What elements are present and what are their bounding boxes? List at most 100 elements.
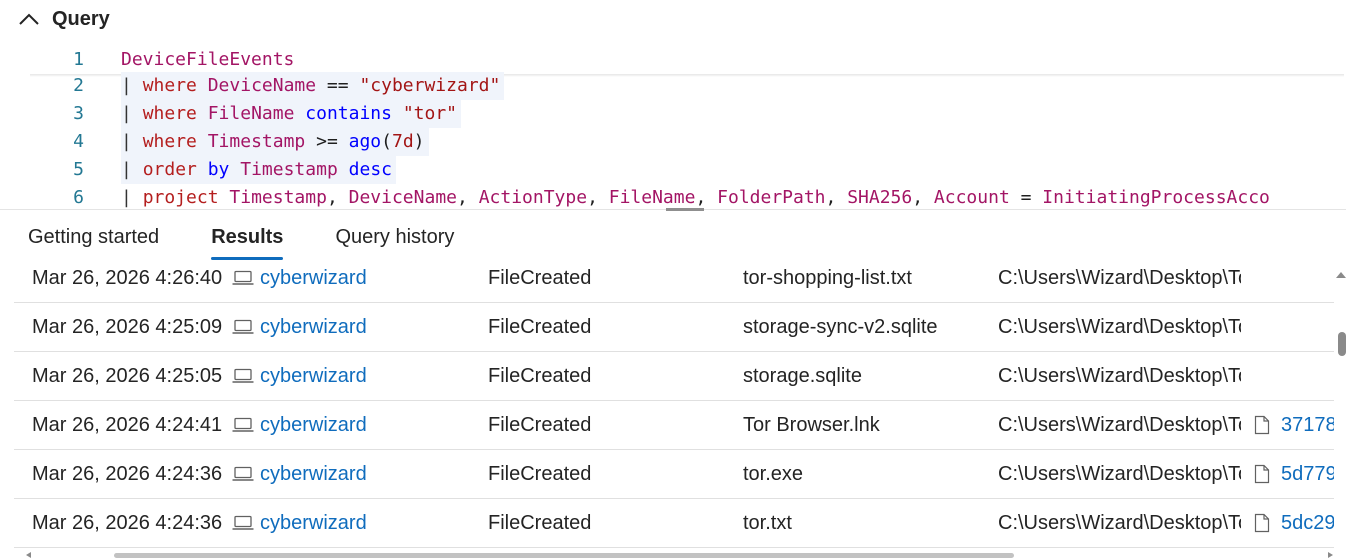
code-token [392, 103, 403, 124]
code-token: FolderPath [717, 187, 826, 208]
laptop-icon [232, 417, 254, 432]
cell-sha256[interactable]: 37178 [1254, 401, 1334, 449]
device-link[interactable]: cyberwizard [260, 414, 367, 436]
code-line[interactable]: 4| where Timestamp >= ago(7d) [0, 128, 1346, 156]
document-icon [1254, 464, 1270, 484]
cell-folder-path: C:\Users\Wizard\Desktop\Tor Browser\ [998, 463, 1241, 485]
code-text: | where Timestamp >= ago(7d) [121, 128, 429, 156]
code-line[interactable]: 3| where FileName contains "tor" [0, 100, 1346, 128]
document-icon [1254, 513, 1270, 533]
code-token: , [326, 187, 349, 208]
vertical-scrollbar[interactable] [1336, 264, 1346, 554]
code-line[interactable]: 2 | where DeviceName == "cyberwizard" [0, 72, 1346, 100]
horizontal-scroll-thumb[interactable] [114, 553, 1014, 558]
chevron-up-icon[interactable] [16, 6, 42, 32]
cell-folder-path: C:\Users\Wizard\Desktop\Tor Browser\ [998, 316, 1241, 338]
code-text: | project Timestamp, DeviceName, ActionT… [121, 184, 1270, 208]
code-text: DeviceFileEvents [121, 46, 294, 74]
query-section-header[interactable]: Query [16, 4, 110, 34]
scroll-up-arrow-icon[interactable] [1336, 272, 1346, 278]
cell-action-type: FileCreated [488, 365, 592, 387]
query-title: Query [52, 7, 110, 30]
results-tabs: Getting started Results Query history [28, 220, 506, 260]
code-token [197, 75, 208, 96]
line-number: 3 [73, 103, 84, 124]
horizontal-scrollbar[interactable] [0, 550, 1346, 558]
tab-getting-started[interactable]: Getting started [28, 226, 160, 248]
cell-action-type: FileCreated [488, 316, 592, 338]
cell-device[interactable]: cyberwizard [232, 401, 482, 449]
cell-timestamp: Mar 26, 2026 4:25:05 [32, 365, 223, 387]
code-token: "cyberwizard" [359, 75, 501, 96]
code-token: , [695, 187, 718, 208]
device-link[interactable]: cyberwizard [260, 463, 367, 485]
document-icon [1254, 415, 1270, 435]
vertical-scroll-thumb[interactable] [1338, 332, 1346, 356]
scroll-left-arrow-icon[interactable] [26, 552, 31, 558]
cell-timestamp: Mar 26, 2026 4:26:40 [32, 267, 223, 289]
device-link[interactable]: cyberwizard [260, 512, 367, 534]
code-line[interactable]: 5| order by Timestamp desc [0, 156, 1346, 184]
code-token: FileName [207, 103, 295, 124]
code-token [197, 159, 208, 180]
cell-folder-path: C:\Users\Wizard\Desktop\Tor Browser\ [998, 512, 1241, 534]
code-token: SHA256 [847, 187, 913, 208]
code-token [294, 103, 305, 124]
code-token: DeviceFileEvents [121, 49, 295, 70]
code-token: , [457, 187, 479, 208]
cell-folder-path: C:\Users\Wizard\Desktop\Tor Browser\ [998, 414, 1241, 436]
editor-sticky-shadow [30, 74, 1344, 77]
cell-timestamp: Mar 26, 2026 4:25:09 [32, 316, 223, 338]
table-row[interactable]: Mar 26, 2026 4:25:05 cyberwizard FileCreat… [14, 352, 1334, 401]
cell-file-name: storage.sqlite [743, 365, 862, 387]
device-link[interactable]: cyberwizard [260, 365, 367, 387]
resize-handle[interactable] [666, 208, 704, 211]
code-token: contains [305, 103, 392, 124]
cell-sha256[interactable]: 5d779 [1254, 450, 1334, 498]
cell-device[interactable]: cyberwizard [232, 254, 482, 302]
tab-results[interactable]: Results [211, 220, 284, 260]
code-token: ago [348, 131, 382, 152]
line-number: 2 [73, 75, 84, 96]
cell-device[interactable]: cyberwizard [232, 499, 482, 547]
cell-file-name: tor-shopping-list.txt [743, 267, 912, 289]
cell-folder-path: C:\Users\Wizard\Desktop\Tor Browser\ [998, 365, 1241, 387]
cell-timestamp: Mar 26, 2026 4:24:36 [32, 512, 223, 534]
code-token: order [142, 159, 197, 180]
tab-query-history[interactable]: Query history [335, 226, 455, 248]
cell-sha256[interactable]: 5dc29 [1254, 499, 1334, 547]
code-token: >= [305, 131, 349, 152]
cell-action-type: FileCreated [488, 414, 592, 436]
code-text: | order by Timestamp desc [121, 156, 396, 184]
cell-device[interactable]: cyberwizard [232, 303, 482, 351]
sha256-link[interactable]: 5dc29 [1281, 512, 1334, 534]
table-row[interactable]: Mar 26, 2026 4:25:09 cyberwizard FileCreat… [14, 303, 1334, 352]
cell-folder-path: C:\Users\Wizard\Desktop\Tor Browser\ [998, 267, 1241, 289]
code-token: where [142, 103, 197, 124]
scroll-right-arrow-icon[interactable] [1328, 552, 1333, 558]
code-token: == [316, 75, 360, 96]
code-token: , [825, 187, 848, 208]
cell-file-name: Tor Browser.lnk [743, 414, 880, 436]
cell-device[interactable]: cyberwizard [232, 450, 482, 498]
cell-device[interactable]: cyberwizard [232, 352, 482, 400]
sha256-link[interactable]: 5d779 [1281, 463, 1334, 485]
code-token: InitiatingProcessAcco [1042, 187, 1270, 208]
cell-file-name: tor.txt [743, 512, 792, 534]
device-link[interactable]: cyberwizard [260, 316, 367, 338]
code-token: Timestamp [229, 187, 327, 208]
laptop-icon [232, 368, 254, 383]
code-text: | where DeviceName == "cyberwizard" [121, 72, 505, 100]
code-line[interactable]: 6| project Timestamp, DeviceName, Action… [0, 184, 1346, 208]
cell-file-name: storage-sync-v2.sqlite [743, 316, 938, 338]
device-link[interactable]: cyberwizard [260, 267, 367, 289]
sha256-link[interactable]: 37178 [1281, 414, 1334, 436]
code-token: , [587, 187, 609, 208]
